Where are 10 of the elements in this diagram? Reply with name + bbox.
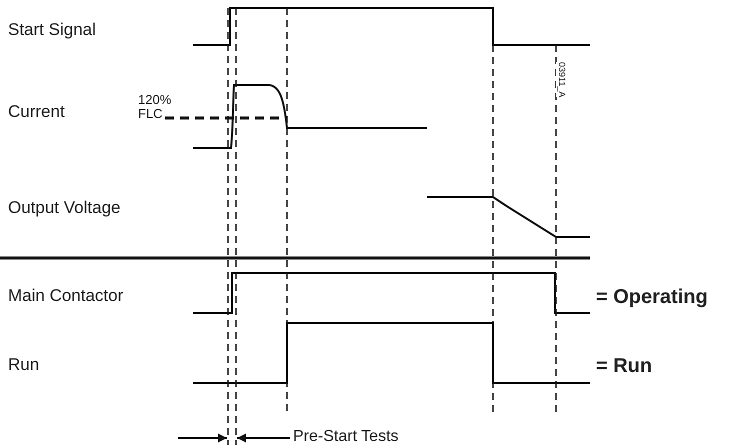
state-label: = Operating [596, 286, 708, 308]
signal-name: Run [8, 356, 40, 375]
figure-code: 03911_A [556, 62, 566, 98]
signal-name: Start Signal [8, 21, 96, 40]
interval-label: Pre-Start Tests [293, 428, 399, 446]
signal-name: Main Contactor [8, 287, 124, 306]
signal-name: Current [8, 103, 65, 122]
state-label: = Run [596, 355, 652, 377]
signal-name: Output Voltage [8, 199, 120, 218]
threshold-label: 120% FLC [138, 93, 172, 122]
